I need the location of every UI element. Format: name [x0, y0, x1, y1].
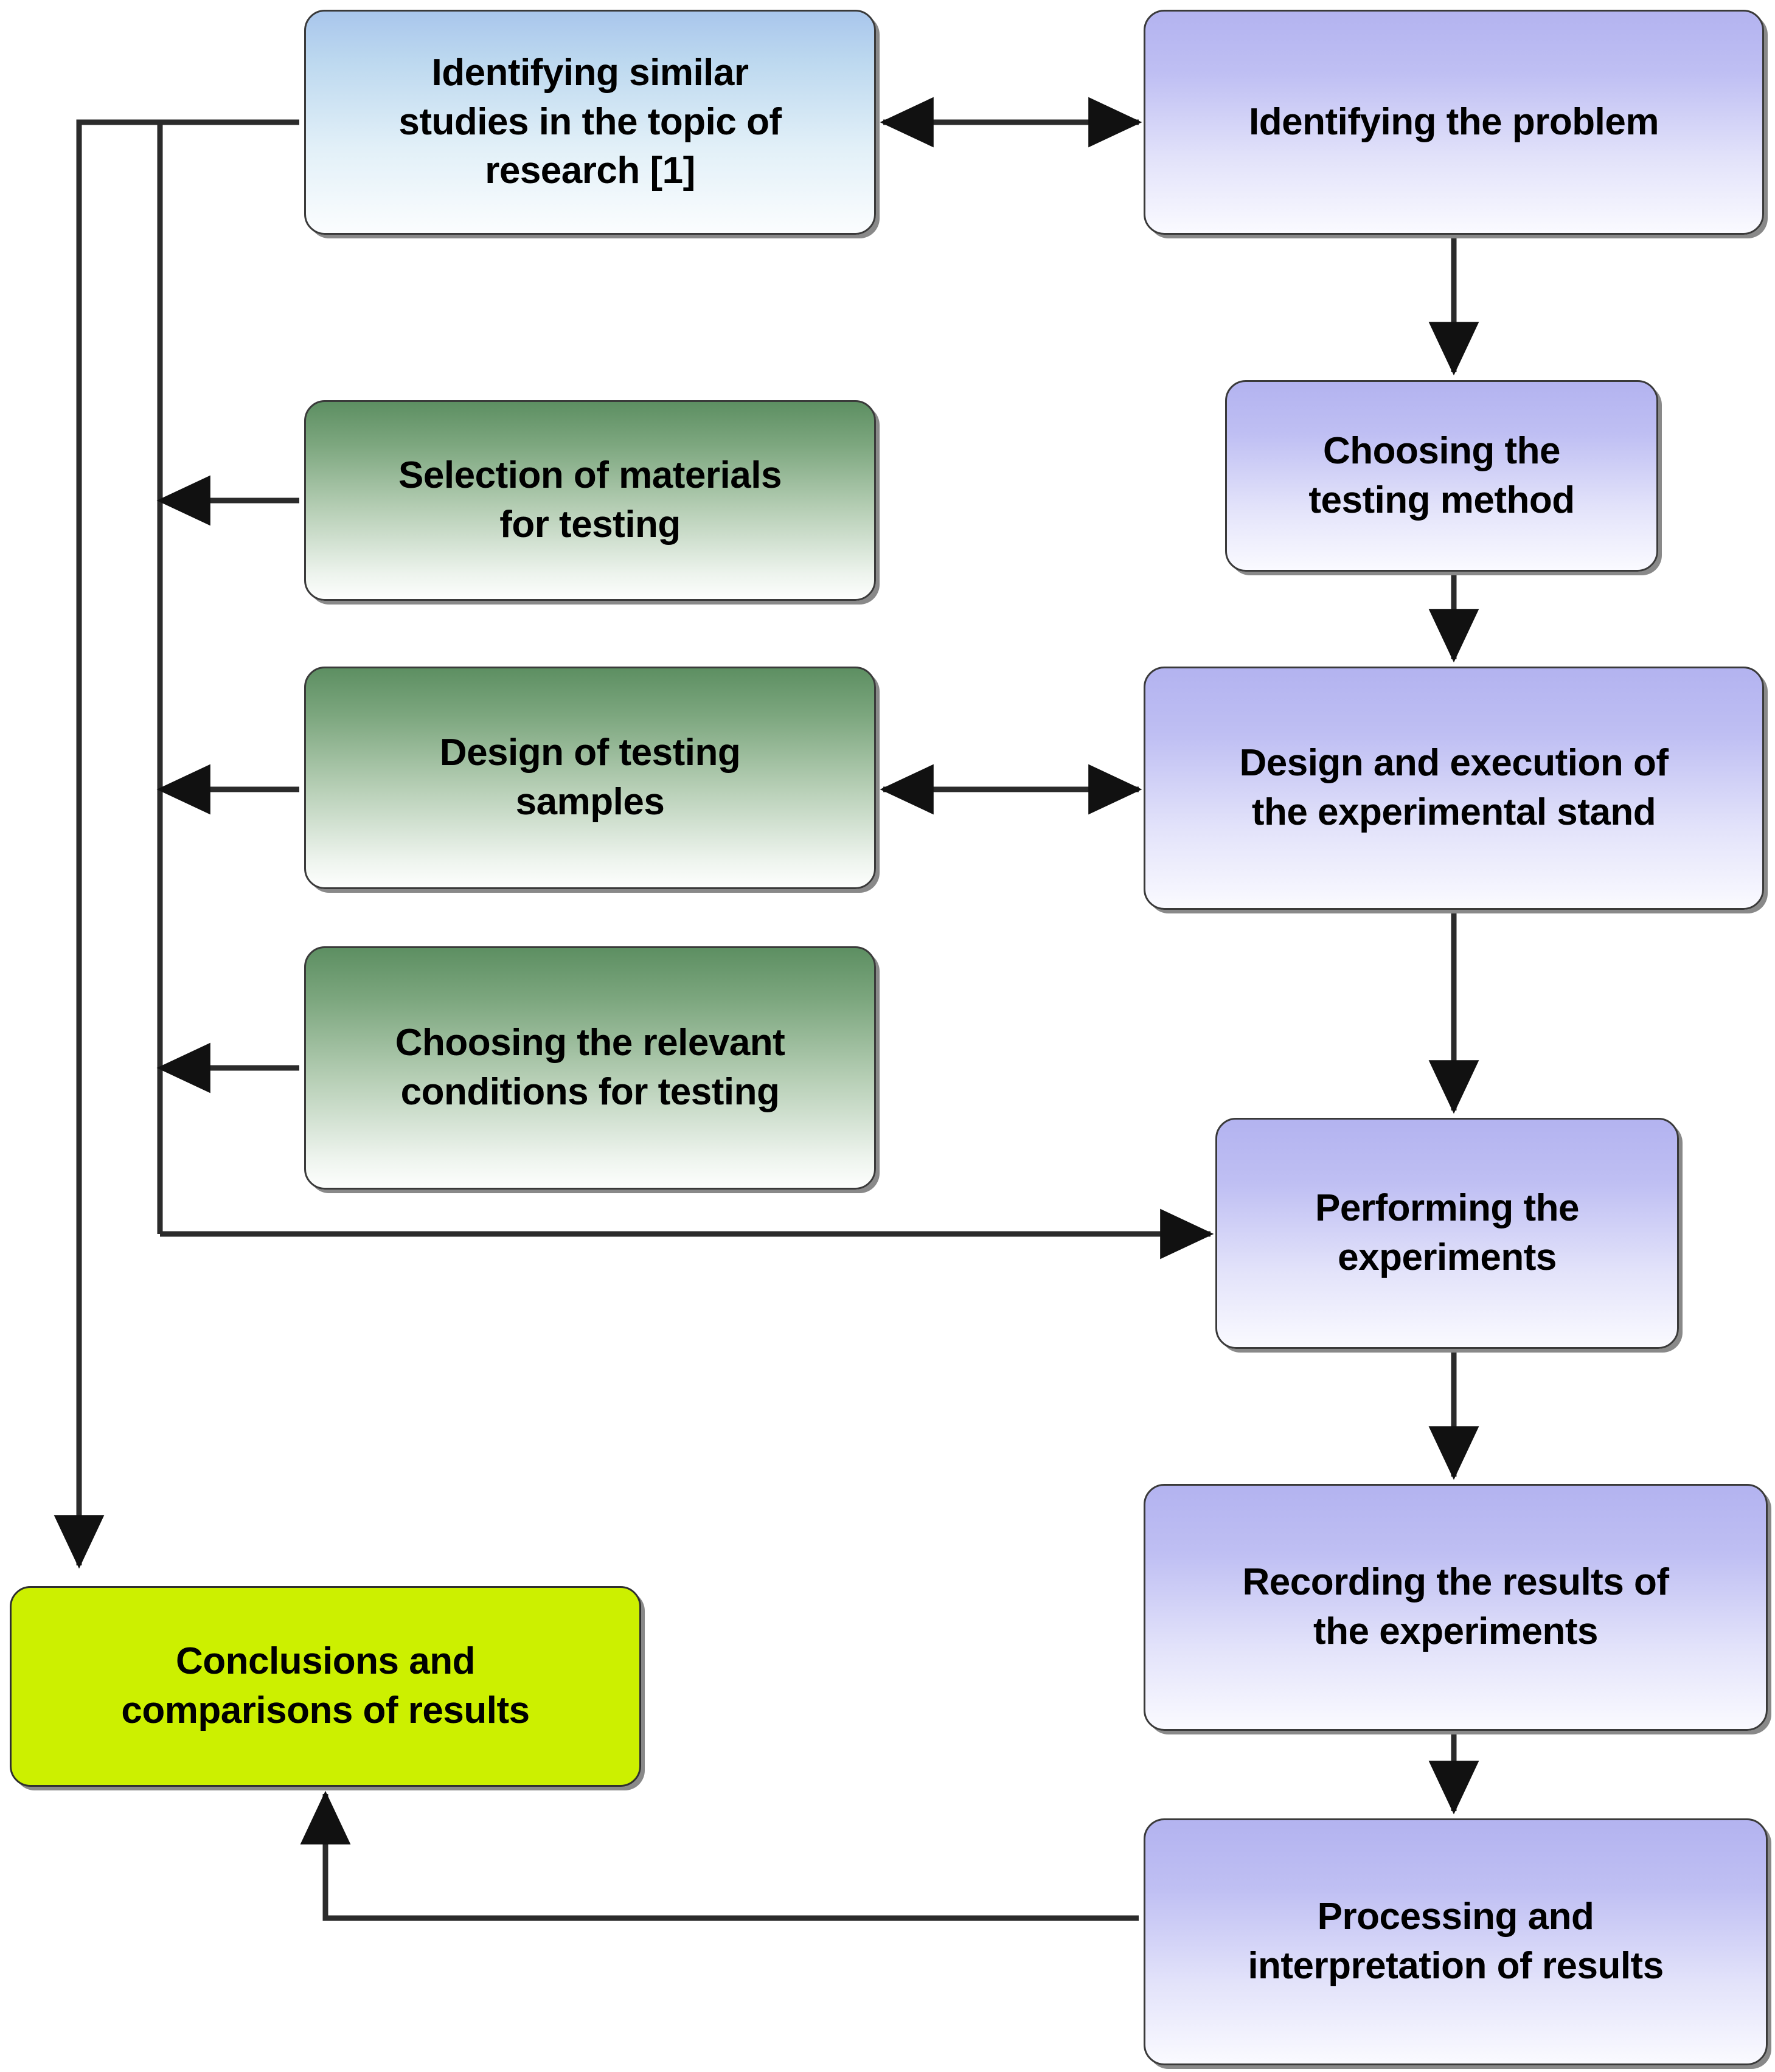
node-label: Design and execution of the experimental…	[1239, 742, 1669, 833]
node-processing-and-interpretation[interactable]: Processing and interpretation of results	[1144, 1818, 1768, 2065]
node-design-and-execution-stand[interactable]: Design and execution of the experimental…	[1144, 667, 1764, 910]
node-label: Identifying similar studies in the topic…	[398, 52, 782, 192]
node-label: Choosing the relevant conditions for tes…	[395, 1022, 785, 1113]
edge-bus-inner-trunk	[157, 119, 299, 1234]
node-identifying-similar-studies[interactable]: Identifying similar studies in the topic…	[304, 10, 876, 235]
node-label: Selection of materials for testing	[398, 454, 782, 546]
node-label: Conclusions and comparisons of results	[121, 1640, 530, 1731]
node-choosing-relevant-conditions[interactable]: Choosing the relevant conditions for tes…	[304, 946, 876, 1190]
node-design-of-testing-samples[interactable]: Design of testing samples	[304, 667, 876, 889]
node-recording-the-results[interactable]: Recording the results of the experiments	[1144, 1484, 1768, 1731]
node-label: Performing the experiments	[1315, 1187, 1579, 1278]
node-identifying-the-problem[interactable]: Identifying the problem	[1144, 10, 1764, 235]
node-label: Identifying the problem	[1249, 100, 1659, 143]
node-label: Design of testing samples	[439, 732, 741, 823]
node-choosing-the-testing-method[interactable]: Choosing the testing method	[1225, 380, 1658, 572]
node-conclusions-and-comparisons[interactable]: Conclusions and comparisons of results	[10, 1586, 641, 1787]
node-label: Choosing the testing method	[1308, 429, 1575, 521]
node-selection-of-materials[interactable]: Selection of materials for testing	[304, 400, 876, 601]
node-label: Recording the results of the experiments	[1242, 1561, 1669, 1652]
node-performing-the-experiments[interactable]: Performing the experiments	[1215, 1118, 1679, 1349]
edge-bus-outer-to-conclusions	[54, 119, 160, 1569]
node-label: Processing and interpretation of results	[1248, 1896, 1664, 1987]
edge-processing-conclusions	[300, 1790, 1139, 1921]
